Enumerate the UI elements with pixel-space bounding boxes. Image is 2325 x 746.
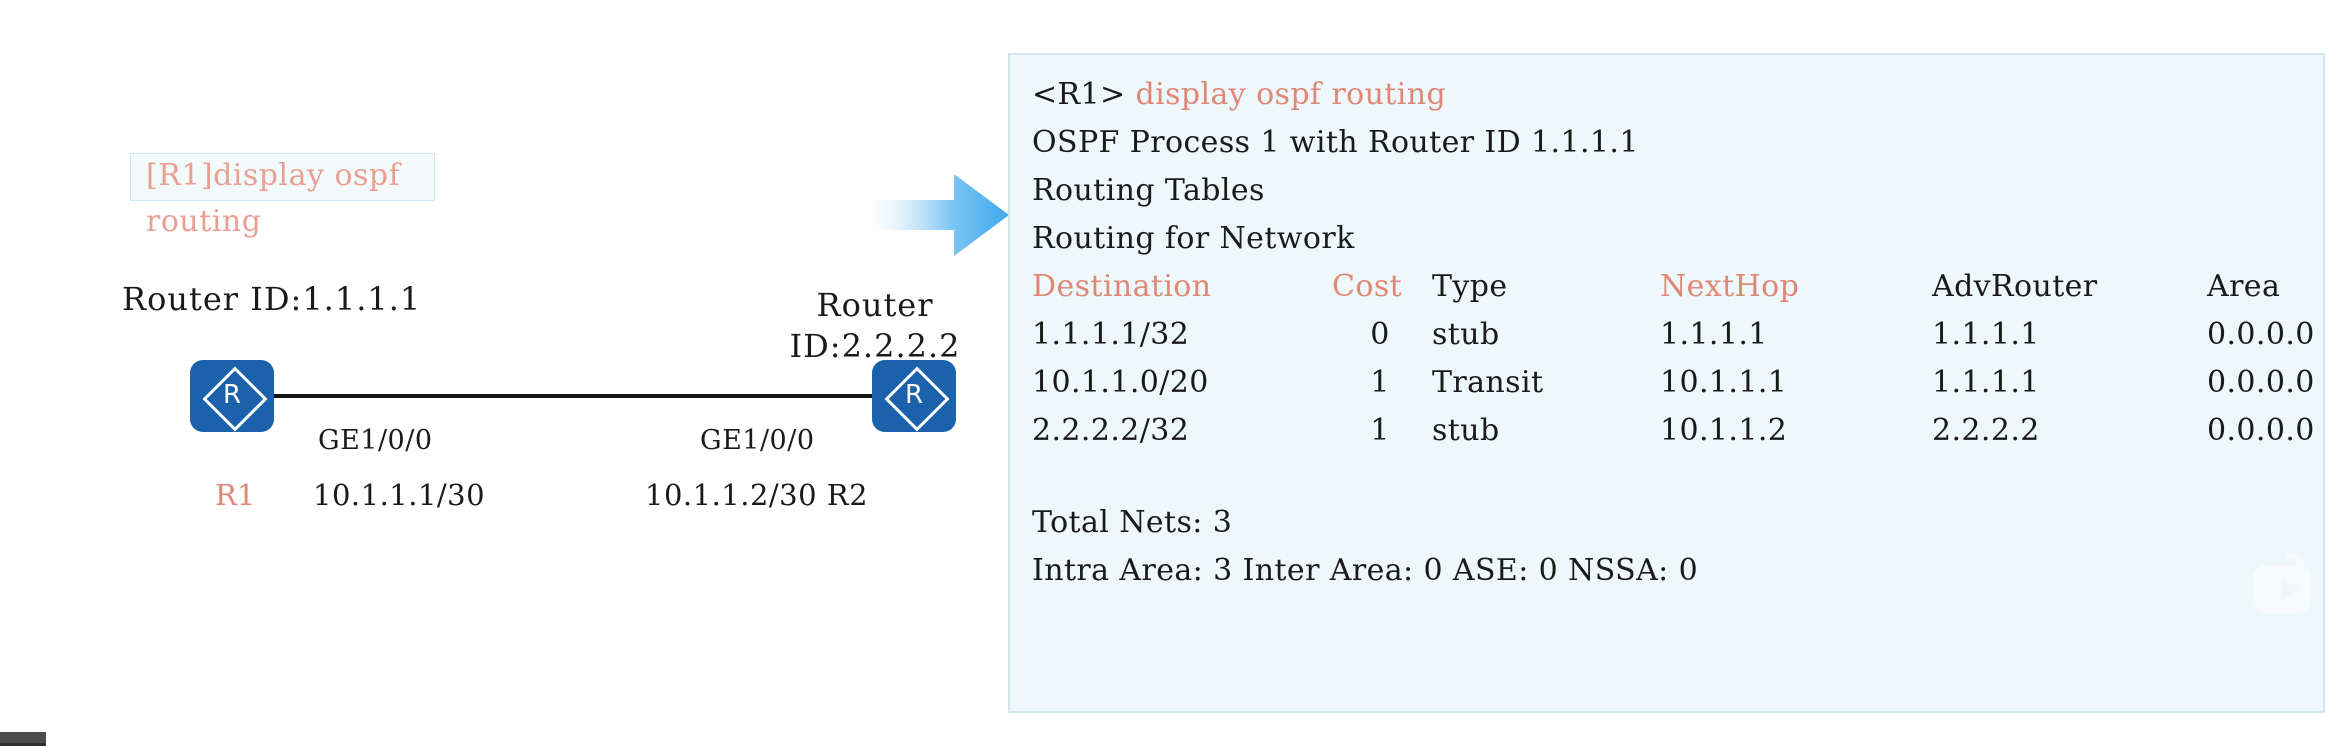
cell-destination: 10.1.1.0/20	[1032, 365, 1209, 400]
left-ip-label: 10.1.1.1/30	[313, 478, 486, 512]
terminal-header-line: Routing Tables	[1032, 173, 1265, 208]
right-router-id-label: Router ID:2.2.2.2	[760, 285, 990, 367]
router-letter-r: R	[222, 380, 242, 410]
cell-destination: 2.2.2.2/32	[1032, 413, 1190, 448]
cell-area: 0.0.0.0	[2207, 413, 2315, 448]
terminal-blank-line	[1032, 455, 2323, 499]
cell-cost: 0	[1370, 317, 1390, 352]
cell-advrouter: 1.1.1.1	[1932, 317, 2040, 352]
cell-nexthop: 10.1.1.1	[1660, 365, 1788, 400]
routing-table-row: 10.1.1.0/20 1 Transit 10.1.1.1 1.1.1.1 0…	[1032, 359, 2323, 407]
cell-nexthop: 10.1.1.2	[1660, 413, 1788, 448]
terminal-prompt: <R1>	[1032, 77, 1126, 112]
routing-table-header-row: Destination Cost Type NextHop AdvRouter …	[1032, 263, 2323, 311]
command-callout-line-2: routing	[146, 204, 262, 239]
command-callout-box	[130, 153, 435, 201]
command-callout-line-1: [R1]display ospf	[146, 158, 401, 193]
right-arrow-icon	[858, 174, 1009, 256]
cell-cost: 1	[1370, 413, 1390, 448]
network-topology-diagram: [R1]display ospf routing Router ID:1.1.1…	[0, 0, 1009, 746]
right-router-id-line-2: ID:2.2.2.2	[789, 326, 961, 365]
routing-table-row: 2.2.2.2/32 1 stub 10.1.1.2 2.2.2.2 0.0.0…	[1032, 407, 2323, 455]
cell-type: Transit	[1432, 365, 1544, 400]
cell-nexthop: 1.1.1.1	[1660, 317, 1768, 352]
column-header-cost: Cost	[1332, 269, 1403, 304]
column-header-advrouter: AdvRouter	[1932, 269, 2098, 304]
router-letter-r: R	[904, 380, 924, 410]
terminal-area-summary-line: Intra Area: 3 Inter Area: 0 ASE: 0 NSSA:…	[1032, 553, 1699, 588]
right-router-id-line-1: Router	[816, 286, 934, 324]
right-interface-label: GE1/0/0	[700, 425, 815, 456]
terminal-total-nets-line: Total Nets: 3	[1032, 505, 1233, 540]
router-icon-r2[interactable]: R	[872, 360, 956, 432]
terminal-output-panel: <R1> display ospf routing OSPF Process 1…	[1008, 53, 2325, 713]
left-router-name-label: R1	[215, 478, 256, 512]
terminal-header-line: OSPF Process 1 with Router ID 1.1.1.1	[1032, 125, 1639, 160]
bottom-left-artifact	[0, 732, 46, 746]
router-icon-r1[interactable]: R	[190, 360, 274, 432]
right-ip-label: 10.1.1.2/30 R2	[645, 478, 869, 512]
column-header-area: Area	[2207, 269, 2281, 304]
cell-advrouter: 2.2.2.2	[1932, 413, 2040, 448]
cell-type: stub	[1432, 317, 1500, 352]
terminal-header-line: Routing for Network	[1032, 221, 1355, 256]
ethernet-link-line	[272, 394, 877, 398]
column-header-destination: Destination	[1032, 269, 1212, 304]
cell-area: 0.0.0.0	[2207, 317, 2315, 352]
left-interface-label: GE1/0/0	[318, 425, 433, 456]
column-header-nexthop: NextHop	[1660, 269, 1800, 304]
routing-table-row: 1.1.1.1/32 0 stub 1.1.1.1 1.1.1.1 0.0.0.…	[1032, 311, 2323, 359]
cell-destination: 1.1.1.1/32	[1032, 317, 1190, 352]
terminal-command: display ospf routing	[1135, 77, 1447, 112]
column-header-type: Type	[1432, 269, 1508, 304]
app-watermark-icon	[2253, 552, 2311, 613]
cell-cost: 1	[1370, 365, 1390, 400]
cell-area: 0.0.0.0	[2207, 365, 2315, 400]
cell-type: stub	[1432, 413, 1500, 448]
left-router-id-label: Router ID:1.1.1.1	[122, 280, 422, 318]
cell-advrouter: 1.1.1.1	[1932, 365, 2040, 400]
terminal-command-line: <R1> display ospf routing	[1032, 71, 2323, 119]
